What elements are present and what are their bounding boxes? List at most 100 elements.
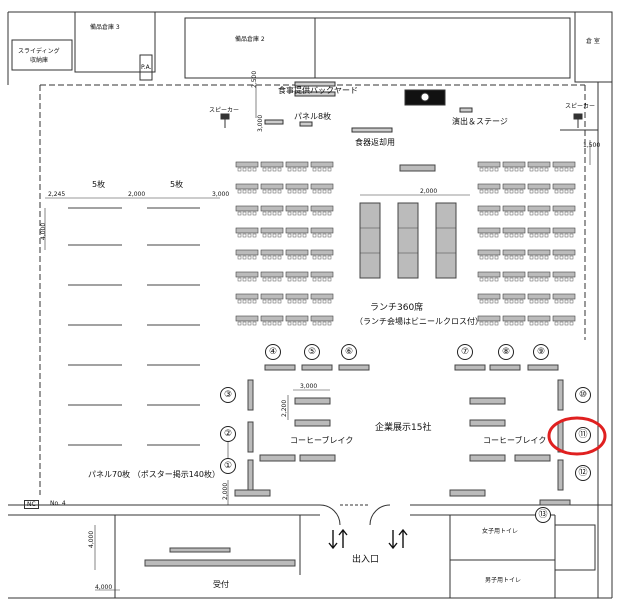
lunch-table [552, 205, 576, 212]
lunch-chair [504, 321, 509, 326]
lunch-table [527, 249, 551, 256]
lunch-chair [569, 211, 574, 216]
dim-2500: 2,500 [251, 70, 258, 88]
exhibit-label: 企業展示15社 [375, 423, 432, 433]
lunch-chair [484, 211, 489, 216]
lunch-chair [322, 321, 327, 326]
lunch-chair [484, 321, 489, 326]
lunch-chair [317, 255, 322, 260]
lunch-table [477, 315, 501, 322]
lunch-chair [544, 255, 549, 260]
lunch-chair [327, 189, 332, 194]
lunch-chair [242, 167, 247, 172]
lunch-table [552, 161, 576, 168]
lunch-chair [479, 255, 484, 260]
lunch-chair [564, 321, 569, 326]
lunch-chair [479, 167, 484, 172]
toilet-women-label: 女子用トイレ [482, 528, 519, 535]
lunch-table [285, 271, 309, 278]
lunch-chair [559, 255, 564, 260]
lunch-table [285, 205, 309, 212]
lunch-chair [327, 233, 332, 238]
booth-12: ⑫ [575, 465, 591, 481]
lunch-table [235, 227, 259, 234]
lunch-table [527, 161, 551, 168]
lunch-chair [479, 233, 484, 238]
lunch-table [260, 183, 284, 190]
lunch-chair [267, 255, 272, 260]
lunch-table [285, 183, 309, 190]
panel8-label: パネル8枚 [294, 112, 332, 121]
booth-4: ④ [265, 344, 281, 360]
lunch-chair [302, 321, 307, 326]
booth-7: ⑦ [457, 344, 473, 360]
stage-label: 演出＆ステージ [452, 117, 508, 126]
lunch-chair [519, 277, 524, 282]
dim-2245: 2,245 [48, 191, 66, 198]
lunch-chair [539, 321, 544, 326]
lunch-chair [514, 189, 519, 194]
lunch-table [477, 293, 501, 300]
dim-3000-top: 3,000 [257, 114, 264, 132]
lunch-chair [242, 277, 247, 282]
lunch-chair [242, 211, 247, 216]
lunch-chair [267, 211, 272, 216]
lunch-chair [272, 321, 277, 326]
lunch-chair [242, 321, 247, 326]
lunch-chair [509, 189, 514, 194]
lunch-table [235, 293, 259, 300]
lunch-chair [509, 233, 514, 238]
lunch-chair [544, 211, 549, 216]
lunch-chair [534, 277, 539, 282]
speaker-right-label: スピーカー [565, 103, 596, 110]
lunch-chair [539, 277, 544, 282]
lunch-chair [509, 299, 514, 304]
lunch-chair [554, 321, 559, 326]
lunch-chair [237, 321, 242, 326]
dim-4000-left: 4,000 [40, 222, 47, 240]
lunch-table [260, 227, 284, 234]
lunch-chair [559, 189, 564, 194]
lunch-chair [569, 321, 574, 326]
lunch-chair [534, 189, 539, 194]
lunch-table [260, 271, 284, 278]
lunch-chair [539, 255, 544, 260]
lunch-chair [504, 167, 509, 172]
lunch-chair [564, 189, 569, 194]
lunch-chair [529, 189, 534, 194]
lunch-chair [544, 299, 549, 304]
lunch-chair [529, 277, 534, 282]
lunch-chair [534, 299, 539, 304]
dim-2000-right: 2,000 [420, 188, 438, 195]
no4-label: No. 4 [50, 500, 66, 507]
lunch-chair [277, 211, 282, 216]
lunch-chair [322, 189, 327, 194]
lunch-chair [322, 167, 327, 172]
lunch-chair [504, 255, 509, 260]
lunch-chair [559, 321, 564, 326]
lunch-chair [569, 277, 574, 282]
lunch-table [285, 227, 309, 234]
lunch-chair [519, 167, 524, 172]
lunch-chair [534, 167, 539, 172]
lunch-chair [247, 189, 252, 194]
lunch-chair [504, 299, 509, 304]
lunch-chair [252, 167, 257, 172]
lunch-table [477, 183, 501, 190]
lunch-chair [262, 211, 267, 216]
lunch-chair [302, 299, 307, 304]
lunch-chair [242, 255, 247, 260]
five-right-label: 5枚 [170, 180, 184, 189]
lunch-chair [479, 211, 484, 216]
lunch-chair [504, 211, 509, 216]
lunch-chair [327, 299, 332, 304]
lunch-chair [267, 277, 272, 282]
lunch-table [477, 161, 501, 168]
lunch-table [235, 183, 259, 190]
lunch-table [310, 227, 334, 234]
lunch-chair [484, 167, 489, 172]
lunch-chair [297, 321, 302, 326]
lunch-chair [519, 255, 524, 260]
lunch-chair [509, 167, 514, 172]
dishes-label: 食器返却用 [355, 138, 395, 147]
